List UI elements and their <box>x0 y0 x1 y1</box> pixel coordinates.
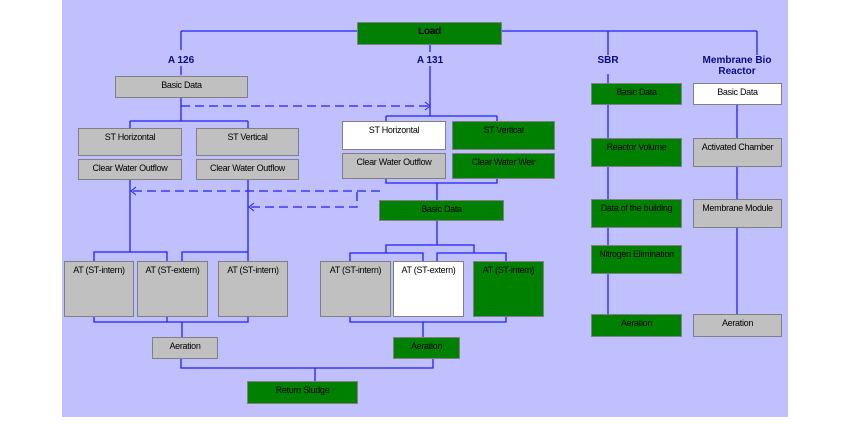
a126-st-vertical[interactable]: ST Vertical <box>196 128 299 156</box>
a126-st-horizontal-outflow[interactable]: Clear Water Outflow <box>78 159 182 180</box>
a131-st-horizontal[interactable]: ST Horizontal <box>342 121 446 150</box>
connector-a131-st <box>385 115 498 121</box>
a131-st-vertical-weir[interactable]: Clear Water Weir <box>452 153 555 179</box>
a131-basic-data[interactable]: Basic Data <box>379 200 504 221</box>
a131-at-1[interactable]: AT (ST-intern) <box>320 261 391 317</box>
branch-title-a126: A 126 <box>167 55 195 66</box>
connector-a126-return <box>180 358 434 381</box>
sbr-data-of-building[interactable]: Data of the building <box>591 199 682 228</box>
arrowhead-a131 <box>424 101 431 111</box>
connector-a126-st <box>129 98 249 128</box>
connector-a126-right-down <box>181 180 249 261</box>
connector-a131-at-merge <box>349 316 507 337</box>
a131-aeration[interactable]: Aeration <box>393 337 460 359</box>
connector-a131-st-merge <box>385 177 498 200</box>
sbr-basic-data[interactable]: Basic Data <box>591 83 682 105</box>
connector-a131-at <box>349 220 507 261</box>
a126-at-1[interactable]: AT (ST-intern) <box>64 261 134 317</box>
a126-basic-data[interactable]: Basic Data <box>115 76 248 98</box>
connector-a126-left-down <box>93 180 168 261</box>
sbr-nitrogen-elimination[interactable]: Nitrogen Elimination <box>591 245 682 274</box>
a126-at-2[interactable]: AT (ST-extern) <box>137 261 208 317</box>
branch-title-mbr-line2: Reactor <box>718 66 756 77</box>
arrowhead-a126-right <box>248 202 255 212</box>
connector-a126-at-merge <box>93 316 249 337</box>
connector-load-a126 <box>180 30 357 50</box>
sbr-aeration[interactable]: Aeration <box>591 314 682 337</box>
a126-st-vertical-outflow[interactable]: Clear Water Outflow <box>196 159 299 180</box>
dashed-link-a131-a126-lower <box>251 191 358 208</box>
connector-load-right <box>502 30 758 55</box>
branch-title-mbr: Membrane Bio Reactor <box>692 55 782 77</box>
a126-at-3[interactable]: AT (ST-intern) <box>218 261 288 317</box>
arrowhead-a126-left <box>130 186 137 196</box>
branch-title-mbr-line1: Membrane Bio <box>702 55 772 66</box>
branch-title-a131: A 131 <box>416 55 444 66</box>
a131-st-horizontal-outflow[interactable]: Clear Water Outflow <box>342 153 446 179</box>
a126-aeration[interactable]: Aeration <box>152 337 218 359</box>
mbr-membrane-module[interactable]: Membrane Module <box>693 199 782 228</box>
return-sludge[interactable]: Return Sludge <box>247 381 358 404</box>
a126-st-horizontal[interactable]: ST Horizontal <box>78 128 182 156</box>
load-node[interactable]: Load <box>357 22 502 45</box>
mbr-activated-chamber[interactable]: Activated Chamber <box>693 138 782 167</box>
a131-at-3[interactable]: AT (ST-intern) <box>473 261 544 317</box>
mbr-aeration[interactable]: Aeration <box>693 314 782 337</box>
a131-st-vertical[interactable]: ST Vertical <box>452 121 555 150</box>
branch-title-sbr: SBR <box>597 55 619 66</box>
mbr-basic-data[interactable]: Basic Data <box>693 83 782 105</box>
a131-at-2[interactable]: AT (ST-extern) <box>393 261 464 317</box>
sbr-reactor-volume[interactable]: Reactor Volume <box>591 138 682 167</box>
